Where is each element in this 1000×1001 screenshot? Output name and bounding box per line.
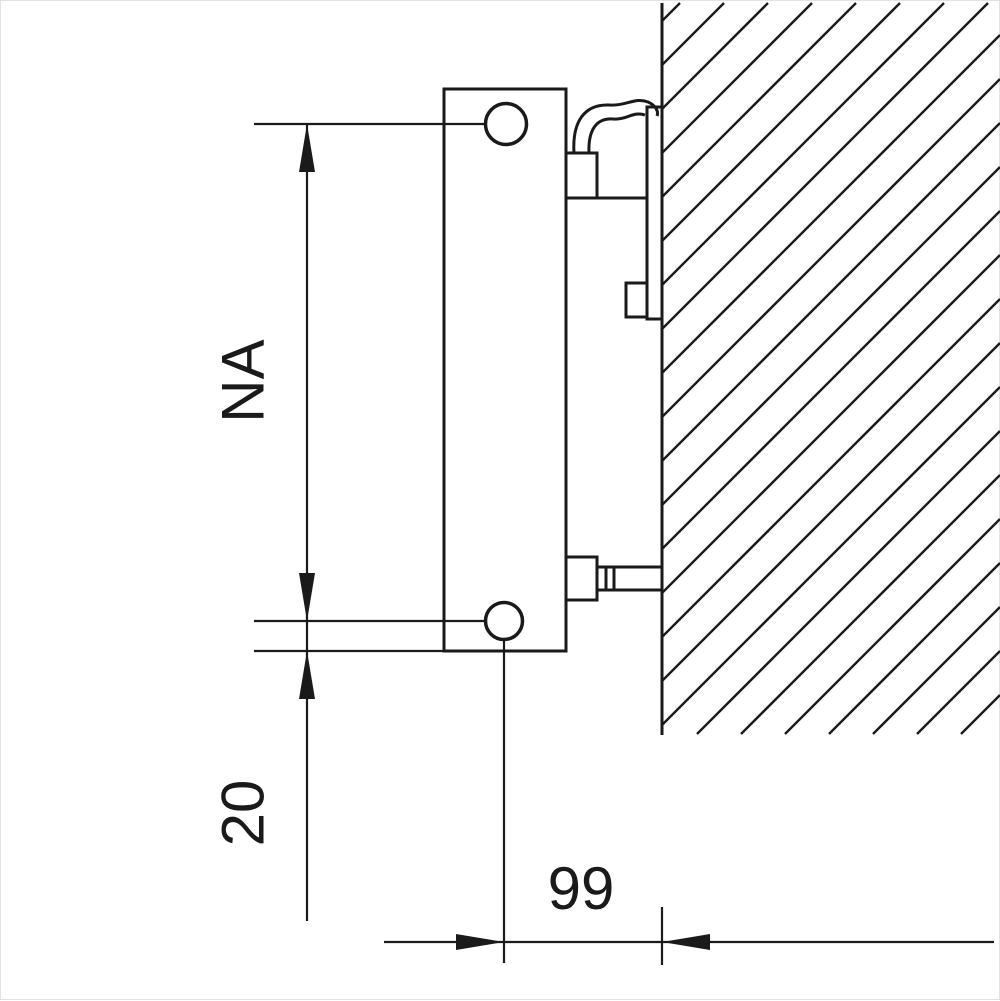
rail-foot-hook [624, 281, 647, 319]
na-dimension-label: NA [210, 339, 277, 422]
offset-arrow-up [299, 651, 315, 699]
wall-hatch-line [661, 2, 725, 66]
bottom-offset-label: 20 [210, 780, 277, 847]
wall-hatch-line [661, 2, 901, 242]
wall-distance-arrow-right [456, 934, 504, 950]
wall-hatch-line [661, 2, 989, 330]
wall-distance-arrow-left [662, 934, 710, 950]
wall-hatch-line [661, 2, 857, 198]
wall-hatch-line [661, 2, 813, 154]
wall-hatch-line [661, 122, 1000, 462]
wall-distance-label: 99 [548, 855, 615, 922]
wall-hatch-line [661, 2, 945, 286]
wall-hatch-line [960, 694, 1000, 735]
radiator-body [442, 87, 568, 653]
wall-hatch-line [661, 210, 1000, 550]
wall-hatch-line [661, 254, 1000, 594]
wall-hatch-line [661, 386, 1000, 726]
wall-hatch-line [740, 474, 1000, 735]
wall-hatch-line [661, 298, 1000, 638]
wall-hatch-line [784, 518, 1000, 735]
upper-bracket-stub [564, 151, 599, 200]
wall-hatch-line [661, 2, 681, 22]
na-arrow-up [299, 124, 315, 172]
lower-support-stub [564, 555, 599, 602]
wall-hatch-line [872, 606, 1000, 735]
wall-hatch-line [828, 562, 1000, 735]
spring-clip-inner-curve [587, 112, 646, 154]
na-offset-shared-arrow-down [299, 573, 315, 621]
wall-hatch-line [661, 34, 1000, 374]
wall-hatch-line [696, 430, 1000, 735]
lower-support-rod [595, 565, 664, 592]
bottom-hub-connection [483, 600, 525, 642]
wall-hatch-line [661, 342, 1000, 682]
wall-hatch-line [661, 2, 769, 110]
wall-hatch-line [661, 78, 1000, 418]
spring-clip-outer-curve [572, 99, 659, 154]
top-hub-connection [483, 101, 529, 147]
wall-hatching [661, 2, 1000, 735]
wall-rail [645, 105, 664, 321]
wall-hatch-line [661, 166, 1000, 506]
wall-hatch-line [916, 650, 1000, 735]
